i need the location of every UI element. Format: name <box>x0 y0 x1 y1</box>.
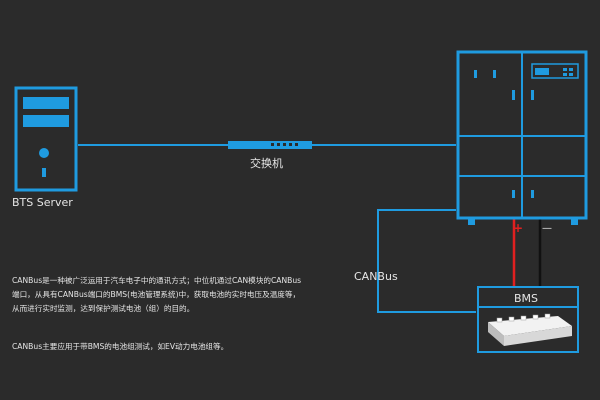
description-paragraph-2: CANBus主要应用于带BMS的电池组测试，如EV动力电池组等。 <box>12 342 229 351</box>
description-paragraph-1: CANBus是一种被广泛运用于汽车电子中的通讯方式；中位机通过CAN模块的CAN… <box>12 276 302 313</box>
bms-box <box>477 286 579 353</box>
canbus-label: CANBus <box>354 270 398 283</box>
test-cabinet-icon <box>456 50 588 225</box>
canbus-line <box>377 209 476 313</box>
switch-icon <box>228 141 312 149</box>
positive-label: + <box>513 221 523 235</box>
negative-label: — <box>542 223 552 234</box>
battery-pack-icon <box>488 313 572 346</box>
switch-label: 交换机 <box>250 156 283 170</box>
server-icon <box>14 86 78 192</box>
server-label: BTS Server <box>12 196 73 209</box>
bms-label: BMS <box>514 292 538 305</box>
